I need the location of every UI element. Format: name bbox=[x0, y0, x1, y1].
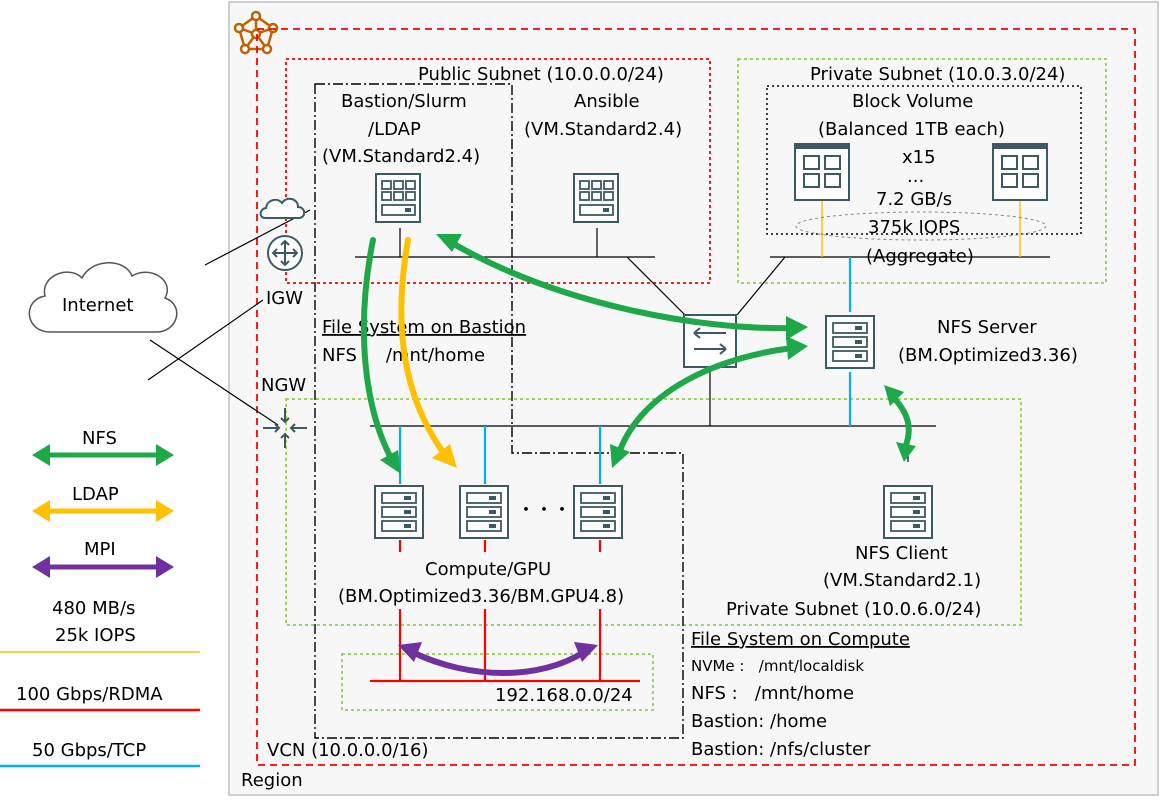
tcp-links bbox=[398, 257, 852, 484]
legend-rdma: 100 Gbps/RDMA bbox=[16, 684, 163, 705]
igw-label: IGW bbox=[266, 288, 303, 309]
ansible-vm: Ansible (VM.Standard2.4) bbox=[524, 91, 682, 223]
block-volume-dots: ... bbox=[907, 166, 924, 187]
ansible-line1: Ansible bbox=[574, 91, 640, 112]
oracle-region-logo bbox=[233, 10, 279, 55]
compute-dots: ・・・ bbox=[517, 500, 571, 521]
cluster-boundary bbox=[314, 83, 684, 739]
block-volume-line2: (Balanced 1TB each) bbox=[818, 119, 1005, 140]
legend-storage-line1: 480 MB/s bbox=[52, 598, 135, 619]
nfs-arrow-server-compute bbox=[610, 336, 808, 468]
block-volume-aggregate: (Aggregate) bbox=[866, 246, 974, 267]
legend-ldap: LDAP bbox=[72, 484, 119, 505]
block-volume-line1: Block Volume bbox=[852, 91, 973, 112]
bare-metal-server-icon bbox=[883, 485, 933, 539]
compute-nodes: ・・・ Compute/GPU (BM.Optimized3.36/BM.GPU… bbox=[338, 485, 624, 607]
bastion-line3: (VM.Standard2.4) bbox=[322, 146, 480, 167]
internet-cloud: Internet bbox=[28, 262, 178, 333]
legend-mpi: MPI bbox=[84, 539, 116, 560]
public-subnet-label: Public Subnet (10.0.0.0/24) bbox=[418, 64, 664, 85]
block-volume-iops: 375k IOPS bbox=[868, 217, 960, 238]
rdma-subnet-label: 192.168.0.0/24 bbox=[495, 685, 633, 706]
nfs-server: NFS Server (BM.Optimized3.36) bbox=[825, 315, 1078, 369]
fs-compute-line1: NVMe : /mnt/localdisk bbox=[691, 657, 864, 675]
legend-ldap-arrow bbox=[32, 500, 174, 522]
fs-compute-line2: NFS : /mnt/home bbox=[691, 683, 854, 704]
network-links bbox=[147, 209, 1050, 462]
nfs-client-line2: (VM.Standard2.1) bbox=[823, 570, 981, 591]
compute-line2: (BM.Optimized3.36/BM.GPU4.8) bbox=[338, 586, 624, 607]
vcn-label: VCN (10.0.0.0/16) bbox=[267, 740, 429, 761]
rdma-subnet bbox=[341, 653, 654, 711]
block-volume-throughput: 7.2 GB/s bbox=[876, 189, 952, 210]
private-subnet-storage-label: Private Subnet (10.0.3.0/24) bbox=[810, 64, 1065, 85]
nfs-client-line1: NFS Client bbox=[855, 543, 948, 564]
bare-metal-server-icon bbox=[459, 485, 509, 539]
fs-compute-line4: Bastion: /nfs/cluster bbox=[691, 739, 871, 760]
nfs-arrow-bastion-server bbox=[436, 234, 808, 340]
internet-label: Internet bbox=[62, 295, 133, 316]
bare-metal-server-icon bbox=[374, 485, 424, 539]
bastion-line1: Bastion/Slurm bbox=[341, 91, 467, 112]
vcn-boundary bbox=[256, 28, 1136, 766]
vm-icon bbox=[573, 173, 619, 223]
nfs-client: NFS Client (VM.Standard2.1) bbox=[823, 485, 981, 591]
compute-line1: Compute/GPU bbox=[425, 559, 551, 580]
ldap-arrow bbox=[398, 237, 457, 468]
nfs-arrow-bastion-compute bbox=[360, 237, 401, 474]
fs-compute-title: File System on Compute bbox=[691, 629, 910, 650]
router-icon bbox=[267, 235, 303, 271]
private-subnet-compute-label: Private Subnet (10.0.6.0/24) bbox=[726, 599, 981, 620]
fs-compute-line3: Bastion: /home bbox=[691, 711, 827, 732]
block-volume: Block Volume (Balanced 1TB each) x15 ...… bbox=[794, 91, 1048, 267]
bastion-line2: /LDAP bbox=[368, 119, 421, 140]
private-subnet-compute bbox=[285, 398, 1022, 626]
block-volume-icon bbox=[794, 143, 850, 201]
bare-metal-server-icon bbox=[825, 315, 875, 369]
block-volume-icon bbox=[992, 143, 1048, 201]
legend-nfs: NFS bbox=[82, 428, 117, 449]
block-volume-group bbox=[766, 85, 1082, 235]
bare-metal-server-icon bbox=[573, 485, 623, 539]
rdma-links bbox=[370, 540, 640, 683]
nfs-server-line1: NFS Server bbox=[937, 317, 1037, 338]
public-subnet bbox=[285, 58, 711, 284]
block-volume-count: x15 bbox=[902, 147, 936, 168]
nat-gateway-icon bbox=[263, 408, 307, 448]
legend-mpi-arrow bbox=[32, 556, 174, 578]
legend: NFS LDAP MPI 480 MB/s 25k IOPS 100 Gbps/… bbox=[0, 428, 200, 768]
bastion-vm: Bastion/Slurm /LDAP (VM.Standard2.4) bbox=[322, 91, 480, 223]
storage-links bbox=[821, 198, 1021, 257]
private-subnet-storage bbox=[737, 58, 1107, 284]
legend-tcp: 50 Gbps/TCP bbox=[32, 740, 146, 761]
legend-nfs-arrow bbox=[32, 444, 174, 466]
legend-storage-line2: 25k IOPS bbox=[55, 625, 136, 646]
nfs-arrow-server-client bbox=[884, 385, 916, 462]
ansible-line2: (VM.Standard2.4) bbox=[524, 119, 682, 140]
nfs-server-line2: (BM.Optimized3.36) bbox=[898, 345, 1078, 366]
region-label: Region bbox=[241, 770, 303, 791]
fs-bastion-title: File System on Bastion bbox=[322, 317, 526, 338]
mpi-arrow bbox=[398, 642, 598, 676]
aggregate-ellipse bbox=[795, 211, 1047, 241]
fs-compute: File System on Compute NVMe : /mnt/local… bbox=[691, 629, 910, 760]
vm-icon bbox=[375, 173, 421, 223]
ngw-label: NGW bbox=[261, 375, 306, 396]
cloud-icon bbox=[259, 197, 306, 219]
